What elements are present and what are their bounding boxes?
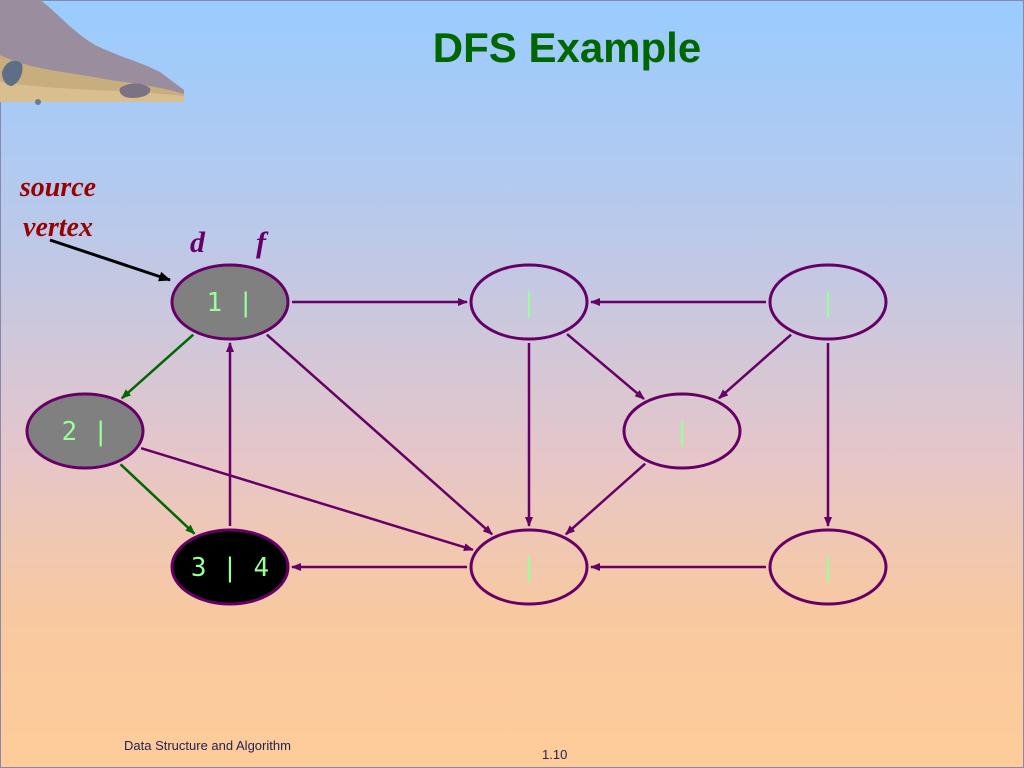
node-ellipse	[170, 528, 290, 606]
graph-node-n5: |	[622, 392, 742, 470]
node-label: |	[521, 553, 537, 583]
edge-n3-to-n5	[718, 333, 792, 400]
node-label: |	[820, 553, 836, 583]
edge-n2-to-n5	[566, 333, 645, 400]
node-label: |	[521, 288, 537, 318]
node-ellipse	[170, 263, 290, 341]
graph-node-n8: |	[768, 528, 888, 606]
node-label: 2 |	[62, 417, 109, 447]
footer-page-number: 1.10	[542, 747, 568, 762]
source-pointer-arrow	[49, 238, 171, 282]
node-ellipse	[469, 528, 589, 606]
edge-n1-to-n7	[266, 333, 493, 536]
tree-edge-n4-to-n6	[119, 463, 196, 535]
graph-node-n4: 2 |	[25, 392, 145, 470]
node-ellipse	[25, 392, 145, 470]
source-label-line2: vertex	[23, 212, 93, 243]
graph-node-n1: 1 |	[170, 263, 290, 341]
edge-layer	[119, 298, 832, 571]
graph-node-n3: |	[768, 263, 888, 341]
slide-title: DFS Example	[432, 24, 702, 71]
source-label-line1: source	[19, 172, 97, 203]
node-ellipse	[768, 528, 888, 606]
source-vertex-label: source vertex	[8, 168, 108, 248]
node-ellipse	[622, 392, 742, 470]
graph-node-n6: 3 | 4	[170, 528, 290, 606]
edge-n5-to-n7	[564, 462, 647, 536]
node-label: |	[674, 417, 690, 447]
node-ellipse	[768, 263, 888, 341]
node-layer: 1 | | | 2 | | 3 | 4 | |	[25, 263, 888, 606]
node-label: 3 | 4	[191, 553, 269, 583]
finish-time-label: f	[256, 226, 266, 259]
footer-course-name: Data Structure and Algorithm	[124, 738, 291, 753]
tree-edge-n1-to-n4	[120, 333, 195, 400]
node-ellipse	[469, 263, 589, 341]
node-label: |	[820, 288, 836, 318]
graph-node-n7: |	[469, 528, 589, 606]
discovery-time-label: d	[190, 226, 205, 259]
node-label: 1 |	[207, 288, 254, 318]
landscape-clipart-image	[0, 0, 184, 105]
graph-node-n2: |	[469, 263, 589, 341]
edge-n4-to-n7	[140, 446, 474, 552]
